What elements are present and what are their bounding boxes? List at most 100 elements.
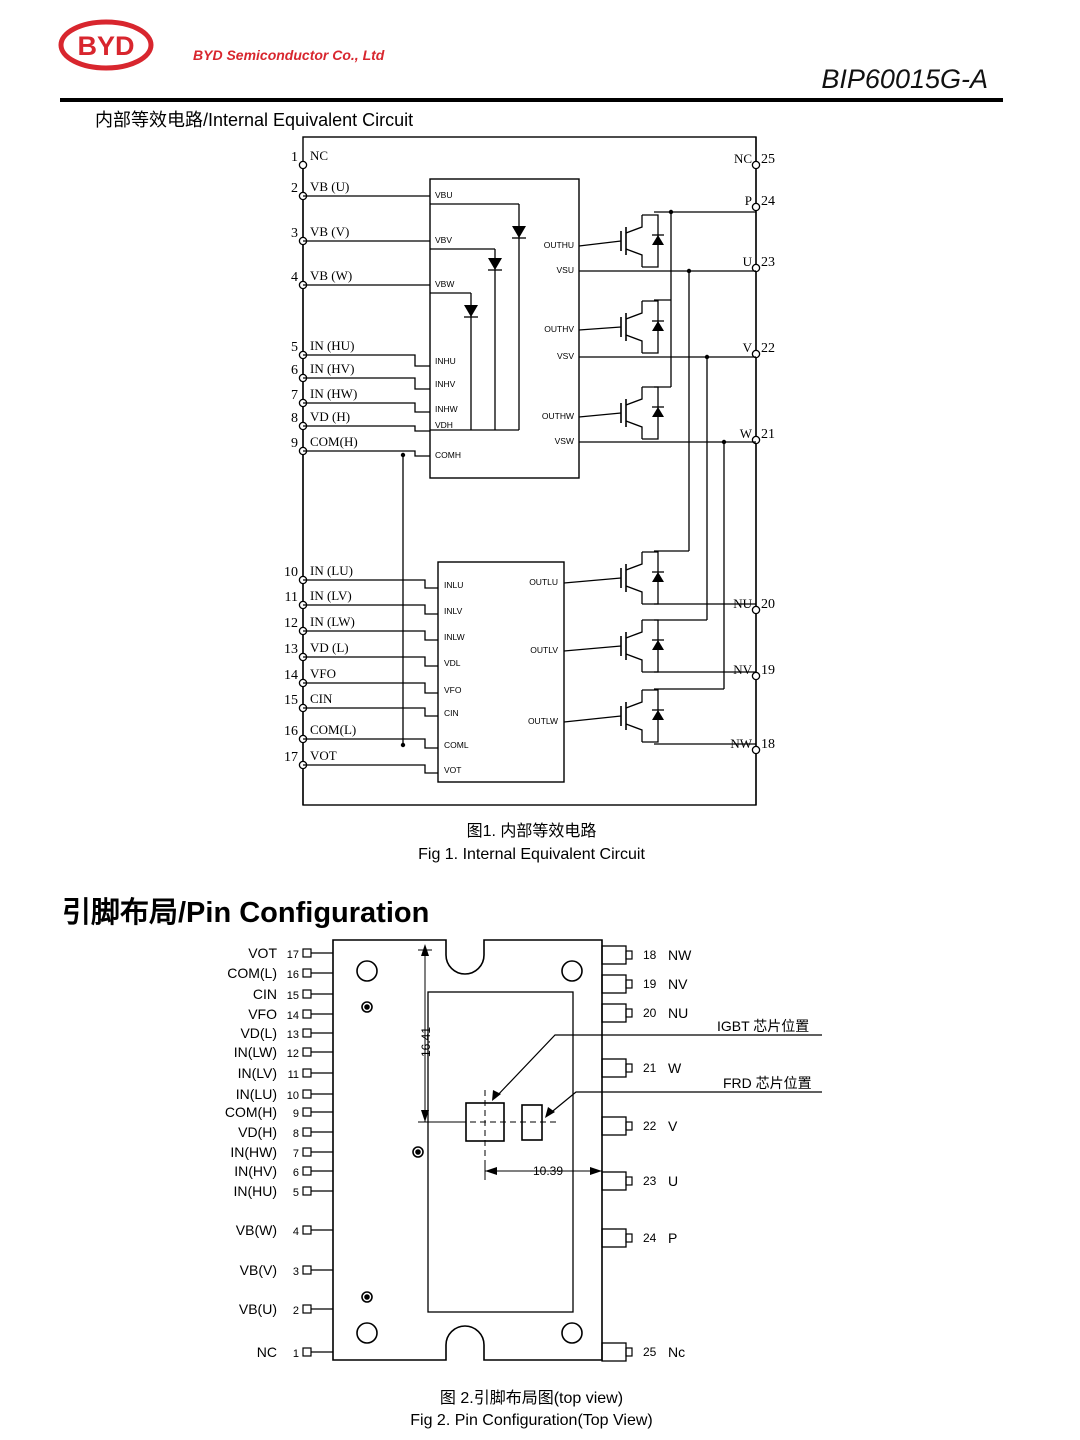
circuit-pin-16-label: COM(L) [310, 722, 356, 737]
mount-hole-tl [356, 960, 378, 982]
pin-mark-3 [361, 1291, 373, 1303]
circuit-pin-14-number: 14 [284, 668, 298, 683]
circuit-pin-15-label: CIN [310, 691, 333, 706]
left-pin-13-tab [302, 1028, 312, 1038]
right-pin-24-name: P [668, 1230, 677, 1246]
circuit-pin-5-number: 5 [291, 340, 298, 355]
right-pin-19-number: 19 [643, 977, 657, 991]
circuit-pin-23-number: 23 [761, 255, 775, 270]
heatsink-area [427, 991, 574, 1313]
circuit-pin-19-label: NV [733, 662, 752, 677]
right-pin-19-name: NV [668, 976, 688, 992]
right-pin-25-number: 25 [643, 1345, 657, 1359]
hvic-pin-vsu: VSU [557, 265, 574, 275]
header-rule [60, 98, 1003, 102]
mount-hole-bl [356, 1322, 378, 1344]
left-pin-7-tab [302, 1147, 312, 1157]
hvic-pin-vsv: VSV [557, 351, 574, 361]
left-pin-1-name: NC [257, 1344, 277, 1360]
circuit-pin-1-label: NC [310, 148, 328, 163]
left-pin-15-number: 15 [287, 990, 299, 1002]
hvic-pin-outhw: OUTHW [542, 411, 574, 421]
dim-vertical: 16.41 [419, 1027, 433, 1057]
left-pin-10-tab [302, 1089, 312, 1099]
left-pin-9-number: 9 [293, 1108, 299, 1120]
right-pin-20-number: 20 [643, 1006, 657, 1020]
left-pin-17-number: 17 [287, 949, 299, 961]
bootstrap-diode-3 [464, 305, 478, 317]
hvic-block [429, 178, 580, 479]
circuit-pin-7-label: IN (HW) [310, 386, 357, 401]
circuit-pin-14-label: VFO [310, 666, 336, 681]
hvic-pin-vbv: VBV [435, 235, 452, 245]
right-pin-18-name: NW [668, 947, 692, 963]
left-pin-10-number: 10 [287, 1090, 299, 1102]
left-pin-11-name: IN(LV) [238, 1065, 277, 1081]
circuit-pin-24-label: P [745, 193, 752, 208]
lvic-pin-vot: VOT [444, 765, 461, 775]
left-pin-9-name: COM(H) [225, 1104, 277, 1120]
hvic-pin-vsw: VSW [555, 436, 574, 446]
lvic-pin-outlu: OUTLU [529, 577, 558, 587]
lvic-pin-coml: COML [444, 740, 469, 750]
left-pin-11-number: 11 [288, 1069, 299, 1081]
circuit-pin-8-label: VD (H) [310, 409, 350, 424]
circuit-pin-5-label: IN (HU) [310, 338, 354, 353]
right-pin-21-name: W [668, 1060, 682, 1076]
lvic-pin-inlu: INLU [444, 580, 463, 590]
module-outline [302, 136, 757, 806]
document-number: BIP60015G-A [821, 64, 988, 94]
left-pin-13-number: 13 [287, 1029, 299, 1041]
left-pin-6-tab [302, 1166, 312, 1176]
pin-configuration-diagram: 16.41 10.39 IGBT 芯片位置 FRD 芯片位置 17VOT16CO… [225, 939, 822, 1362]
hvic-pin-vdh: VDH [435, 420, 453, 430]
left-pin-1-number: 1 [293, 1348, 299, 1360]
lvic-pin-outlv: OUTLV [530, 645, 558, 655]
right-pin-24-tab [601, 1228, 627, 1248]
right-pin-22-name: V [668, 1118, 678, 1134]
igbt-high-2 [620, 300, 664, 354]
hvic-pin-inhv: INHV [435, 379, 456, 389]
circuit-pin-3-number: 3 [291, 226, 298, 241]
section-title-pin-config: 引脚布局/Pin Configuration [62, 897, 430, 929]
igbt-low-2 [620, 619, 664, 673]
circuit-pin-15-number: 15 [284, 693, 298, 708]
circuit-pin-10-number: 10 [284, 565, 298, 580]
left-pin-5-number: 5 [293, 1187, 299, 1199]
logo-text: BYD [77, 31, 134, 61]
hvic-pin-inhu: INHU [435, 356, 456, 366]
figure1-caption: 图1. 内部等效电路 Fig 1. Internal Equivalent Ci… [0, 820, 1063, 866]
circuit-pin-22-label: V [743, 340, 753, 355]
figure1-caption-en: Fig 1. Internal Equivalent Circuit [418, 846, 645, 863]
left-pin-4-name: VB(W) [236, 1222, 277, 1238]
company-name: BYD Semiconductor Co., Ltd [193, 47, 385, 63]
left-pin-3-tab [302, 1265, 312, 1275]
bootstrap-diode-1 [512, 226, 526, 238]
dim-horizontal: 10.39 [533, 1164, 563, 1178]
circuit-pin-21-number: 21 [761, 427, 775, 442]
circuit-pin-3-label: VB (V) [310, 224, 349, 239]
hvic-pin-vbu: VBU [435, 190, 452, 200]
circuit-pin-11-label: IN (LV) [310, 588, 352, 603]
circuit-pin-16-number: 16 [284, 724, 298, 739]
circuit-pin-23-label: U [743, 254, 753, 269]
left-pin-7-name: IN(HW) [230, 1144, 277, 1160]
right-pin-20-tab [601, 1003, 627, 1023]
circuit-pin-6-label: IN (HV) [310, 361, 354, 376]
hvic-pin-outhu: OUTHU [544, 240, 574, 250]
circuit-pin-4-number: 4 [291, 270, 298, 285]
circuit-pin-2-number: 2 [291, 181, 298, 196]
circuit-pin-21-label: W [740, 426, 753, 441]
circuit-pin-13-label: VD (L) [310, 640, 349, 655]
right-pin-22-tab [601, 1116, 627, 1136]
circuit-pin-25-number: 25 [761, 152, 775, 167]
right-pin-19-tab [601, 974, 627, 994]
right-pin-25-name: Nc [668, 1344, 685, 1360]
left-pin-15-tab [302, 989, 312, 999]
figure2-caption-cn: 图 2.引脚布局图(top view) [439, 1390, 624, 1407]
left-pin-10-name: IN(LU) [236, 1086, 277, 1102]
figure2-caption: 图 2.引脚布局图(top view) Fig 2. Pin Configura… [0, 1388, 1063, 1432]
lvic-pin-inlw: INLW [444, 632, 465, 642]
left-pin-6-number: 6 [293, 1167, 299, 1179]
circuit-pin-1-number: 1 [291, 150, 298, 165]
